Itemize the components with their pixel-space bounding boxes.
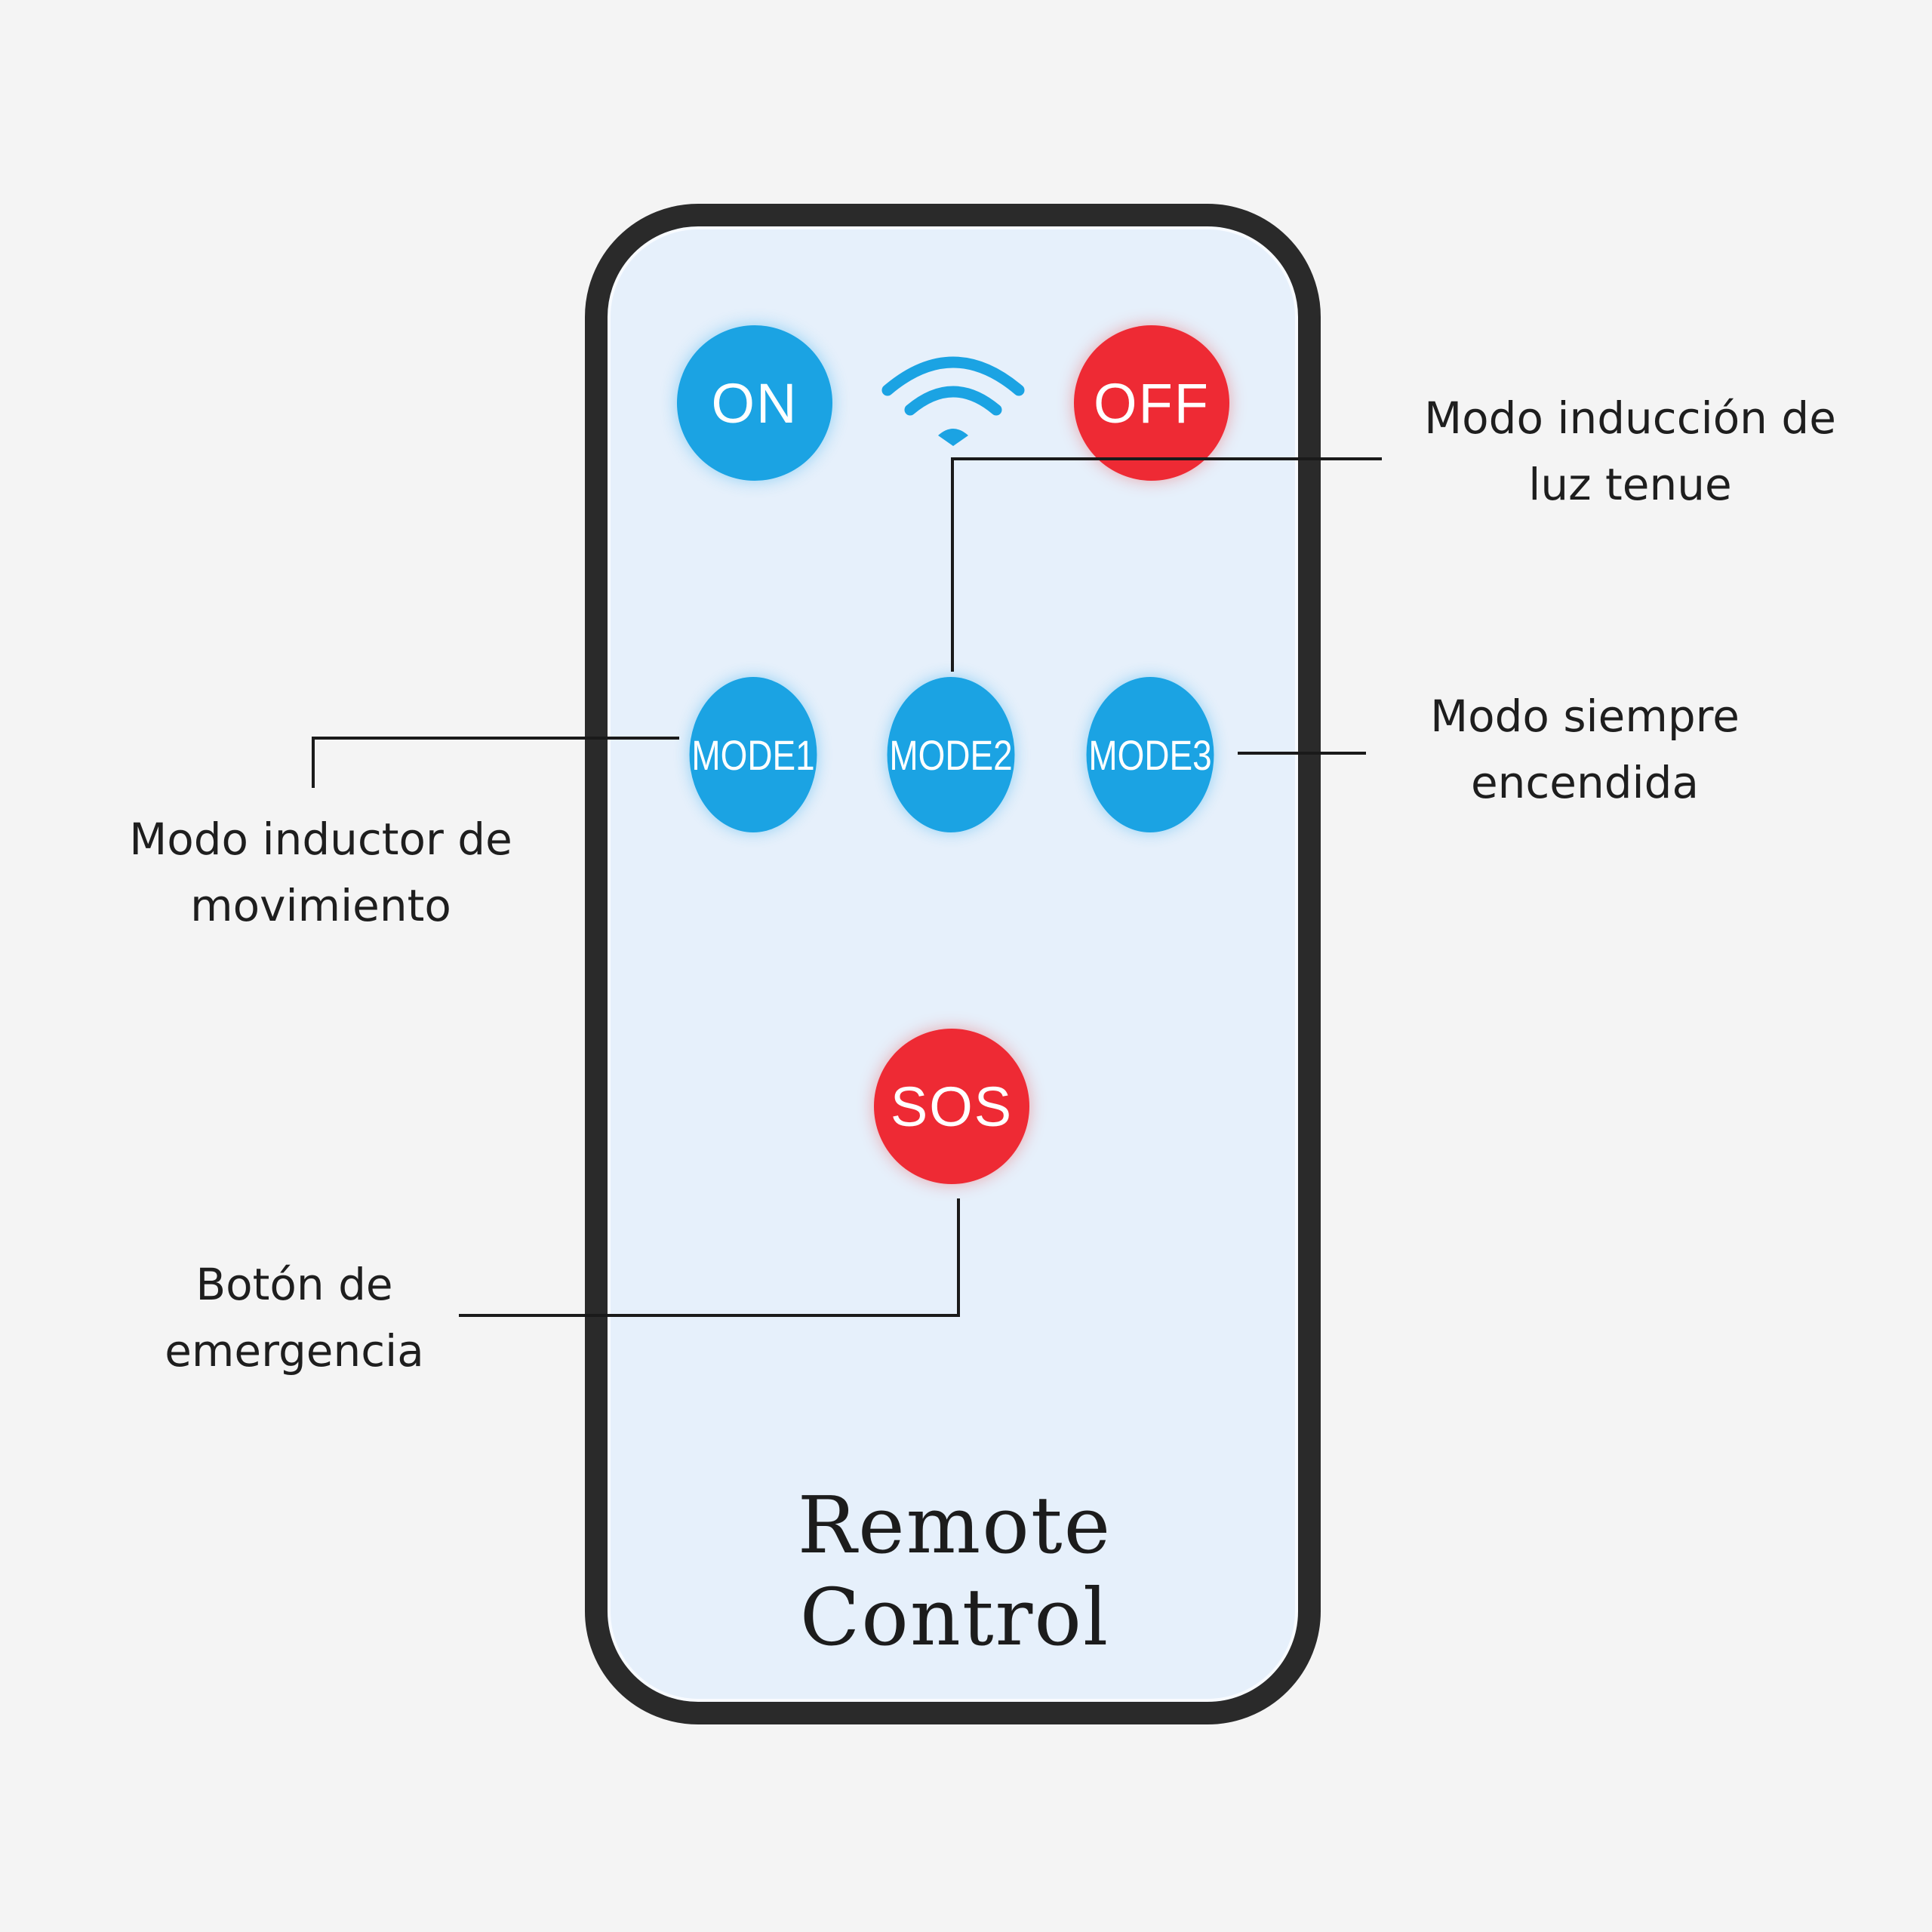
off-button[interactable]: OFF xyxy=(1074,325,1229,481)
callout-mode3-text: Modo siempre encendida xyxy=(1430,691,1740,808)
sos-button[interactable]: SOS xyxy=(874,1029,1029,1184)
mode3-button[interactable]: MODE3 xyxy=(1086,677,1214,832)
callout-line-sos xyxy=(459,1198,960,1317)
wifi-signal-icon xyxy=(881,356,1025,446)
mode1-button[interactable]: MODE1 xyxy=(689,677,817,832)
remote-brand-label: Remote Control xyxy=(797,1479,1112,1663)
mode3-label: MODE3 xyxy=(1088,731,1212,779)
callout-sos-text: Botón de emergencia xyxy=(165,1259,424,1377)
callout-line-mode2 xyxy=(951,457,1382,672)
callout-mode2-text: Modo inducción de luz tenue xyxy=(1424,392,1836,510)
callout-line-mode1 xyxy=(312,737,679,788)
mode2-label: MODE2 xyxy=(889,731,1013,779)
mode2-button[interactable]: MODE2 xyxy=(887,677,1015,832)
callout-mode1-text: Modo inductor de movimiento xyxy=(129,814,512,931)
mode1-label: MODE1 xyxy=(691,731,815,779)
on-button[interactable]: ON xyxy=(677,325,832,481)
